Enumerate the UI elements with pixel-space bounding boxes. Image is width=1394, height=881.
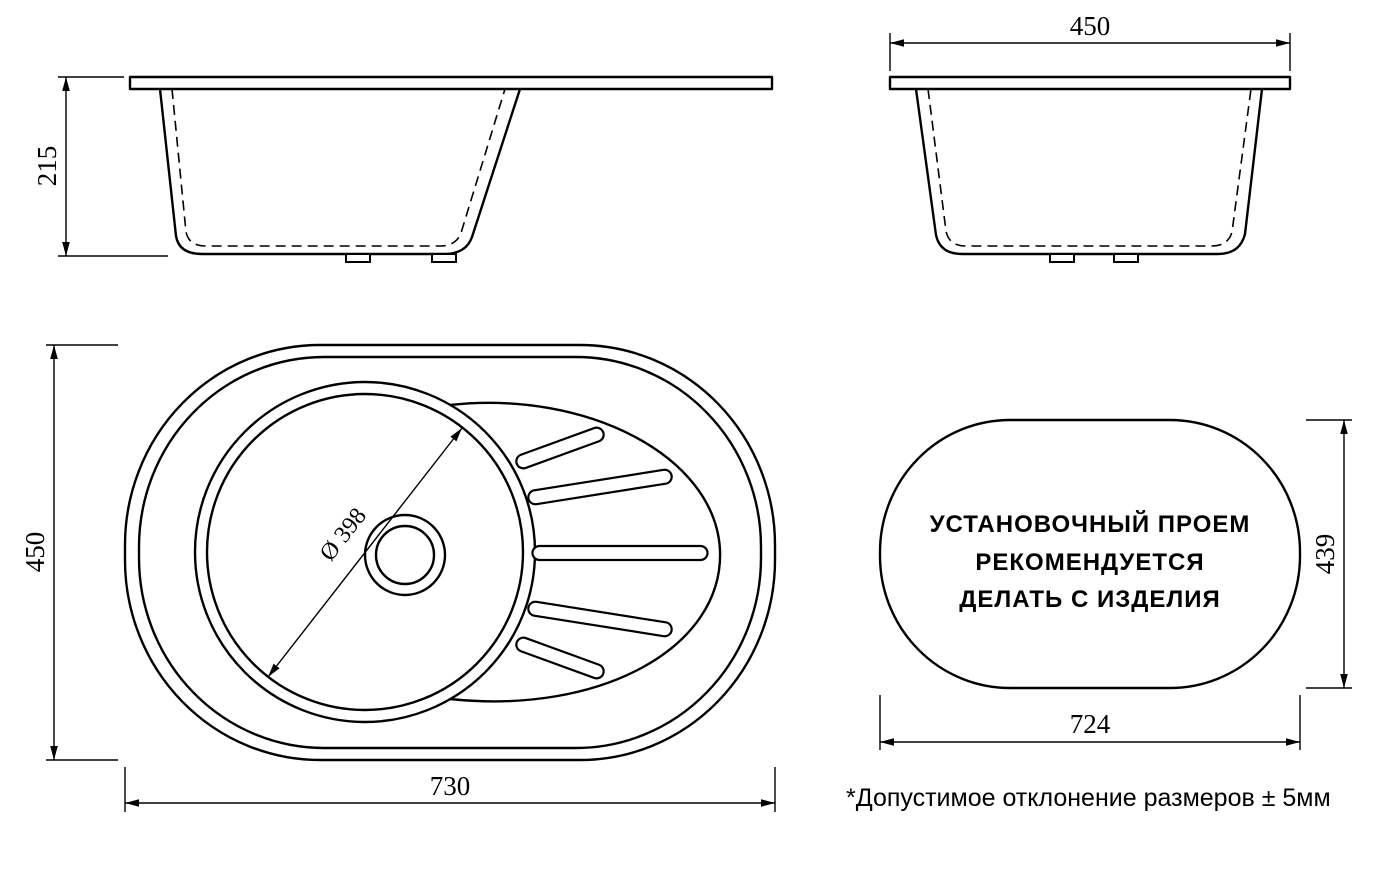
front-section-view: 450 bbox=[888, 11, 1292, 263]
front-bowl-profile bbox=[914, 88, 1264, 256]
ridge-slot bbox=[515, 636, 605, 680]
side-bowl-profile bbox=[158, 88, 522, 256]
side-rim-slab bbox=[128, 75, 774, 91]
dim-cutout-height: 439 bbox=[1306, 419, 1352, 689]
side-foot-right bbox=[431, 253, 457, 263]
cutout-oval bbox=[878, 418, 1302, 690]
front-foot-left bbox=[1049, 253, 1075, 263]
drain-inner-circle bbox=[374, 524, 436, 586]
dim-label-side-height: 215 bbox=[32, 146, 62, 187]
top-outer-rim bbox=[123, 343, 777, 762]
cutout-view: УСТАНОВОЧНЫЙ ПРОЕМ РЕКОМЕНДУЕТСЯ ДЕЛАТЬ … bbox=[878, 418, 1352, 750]
bowl-inner-circle bbox=[205, 392, 525, 712]
top-inner-rim bbox=[137, 355, 763, 750]
dim-top-height: 450 bbox=[20, 344, 118, 761]
dim-label-top-width: 730 bbox=[430, 771, 471, 801]
cutout-text-line1: УСТАНОВОЧНЫЙ ПРОЕМ bbox=[930, 510, 1251, 538]
dim-label-cutout-height: 439 bbox=[1310, 534, 1340, 575]
dim-front-width: 450 bbox=[889, 11, 1291, 71]
dim-cutout-width: 724 bbox=[879, 695, 1301, 750]
dimension-line bbox=[267, 427, 463, 678]
cutout-text-line3: ДЕЛАТЬ С ИЗДЕЛИЯ bbox=[959, 586, 1220, 613]
front-bowl-hidden-edge bbox=[927, 88, 1252, 247]
side-bowl-hidden-edge bbox=[171, 88, 506, 247]
dim-label-front-width: 450 bbox=[1070, 11, 1111, 41]
drainboard-outline bbox=[449, 401, 722, 703]
cutout-text-line2: РЕКОМЕНДУЕТСЯ bbox=[975, 549, 1204, 576]
front-rim-slab bbox=[888, 75, 1292, 91]
dim-label-bowl-diameter: Ø 398 bbox=[315, 503, 372, 566]
dim-side-height: 215 bbox=[32, 76, 168, 257]
side-section-view: 215 bbox=[32, 75, 774, 263]
ridge-slot bbox=[527, 600, 673, 638]
drainboard-ridges bbox=[515, 426, 709, 680]
dim-top-width: 730 bbox=[124, 767, 776, 812]
front-foot-right bbox=[1113, 253, 1139, 263]
dim-label-top-height: 450 bbox=[20, 532, 50, 573]
ridge-slot bbox=[515, 426, 605, 470]
tolerance-note: *Допустимое отклонение размеров ± 5мм bbox=[846, 784, 1331, 812]
dim-label-cutout-width: 724 bbox=[1070, 709, 1111, 739]
side-foot-left bbox=[345, 253, 371, 263]
ridge-slot bbox=[527, 468, 673, 506]
top-view: Ø 398 450 730 bbox=[20, 343, 777, 812]
ridge-slot bbox=[531, 544, 709, 562]
